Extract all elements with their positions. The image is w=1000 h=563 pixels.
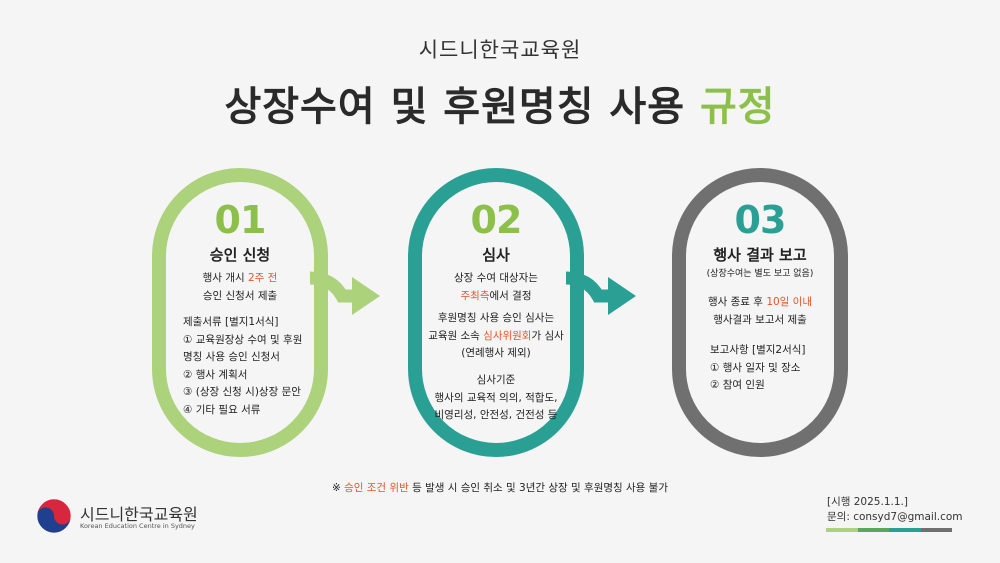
step-3-report-line: 보고사항 [별지2서식] xyxy=(710,344,806,356)
step-1-doc-line: 제출서류 [별지1서식] xyxy=(183,316,279,328)
step-1-number: 01 xyxy=(214,198,267,242)
step-2-card: 02 심사 상장 수여 대상자는 주최측에서 결정 후원명칭 사용 승인 심사는… xyxy=(408,168,584,457)
step-1-doc-line: 명칭 사용 승인 신청서 xyxy=(183,351,280,363)
step-2-criteria: 심사기준 행사의 교육적 의의, 적합도, 비영리성, 안전성, 건전성 등 xyxy=(422,372,570,425)
step-3-title: 행사 결과 보고 xyxy=(713,246,807,264)
footer-color-bar xyxy=(826,528,952,532)
step-1-card: 01 승인 신청 행사 개시 2주 전 승인 신청서 제출 제출서류 [별지1서… xyxy=(152,168,328,457)
step-2-review-line1: 후원명칭 사용 승인 심사는 xyxy=(437,312,555,324)
step-3-deadline-highlight: 10일 이내 xyxy=(766,296,812,308)
step-2-criteria-line: 행사의 교육적 의의, 적합도, xyxy=(434,391,558,404)
step-3-report-line: ② 참여 인원 xyxy=(710,379,765,391)
page-title-main: 상장수여 및 후원명칭 사용 xyxy=(224,84,686,130)
step-1-doc-line: ④ 기타 필요 서류 xyxy=(183,403,261,416)
notice-highlight: 승인 조건 위반 xyxy=(344,482,409,494)
step-1-deadline-highlight: 2주 전 xyxy=(247,272,278,284)
header-subtitle: 시드니한국교육원 xyxy=(418,38,582,62)
violation-notice: ※ 승인 조건 위반 등 발생 시 승인 취소 및 3년간 상장 및 후원명칭 … xyxy=(0,480,1000,495)
step-2-decision-post: 에서 결정 xyxy=(489,289,532,302)
step-1-doc-line: ② 행사 계획서 xyxy=(183,368,248,381)
arrow-right-icon xyxy=(310,271,380,315)
step-2-decision: 상장 수여 대상자는 주최측에서 결정 xyxy=(422,270,570,305)
page-title-accent: 규정 xyxy=(699,84,776,130)
page-title: 상장수여 및 후원명칭 사용 규정 xyxy=(0,74,1000,132)
footer-bar-segment xyxy=(857,528,889,532)
footer-bar-segment xyxy=(889,528,921,532)
step-2-number: 02 xyxy=(470,198,523,242)
footer-info: [시행 2025.1.1.] 문의: consyd7@gmail.com xyxy=(827,495,963,525)
footer-bar-segment xyxy=(920,528,952,532)
step-2-decision-line1: 상장 수여 대상자는 xyxy=(454,272,538,284)
arrow-right-icon xyxy=(566,271,636,315)
logo-name: 시드니한국교육원 xyxy=(80,505,198,524)
step-1-deadline: 행사 개시 2주 전 승인 신청서 제출 xyxy=(166,270,314,305)
step-2-criteria-line: 심사기준 xyxy=(476,374,516,386)
step-1-doc-line: ① 교육원장상 수여 및 후원 xyxy=(183,333,303,346)
step-1-title: 승인 신청 xyxy=(209,246,271,264)
notice-mark: ※ xyxy=(331,482,345,494)
step-2-decision-highlight: 주최측 xyxy=(460,289,490,302)
step-3-note: (상장수여는 별도 보고 없음) xyxy=(706,269,814,279)
effective-date: [시행 2025.1.1.] xyxy=(827,496,908,508)
step-1-doc-line: ③ (상장 신청 시)상장 문안 xyxy=(183,386,301,398)
step-3-deadline-line2: 행사결과 보고서 제출 xyxy=(713,313,807,326)
contact-email: 문의: consyd7@gmail.com xyxy=(827,511,963,523)
step-1-deadline-pre: 행사 개시 xyxy=(202,272,248,284)
step-1-deadline-line2: 승인 신청서 제출 xyxy=(202,289,278,302)
step-3-report-line: ① 행사 일자 및 장소 xyxy=(710,361,801,374)
step-2-title: 심사 xyxy=(482,246,510,264)
step-3-deadline-pre: 행사 종료 후 xyxy=(707,296,767,308)
step-1-documents: 제출서류 [별지1서식] ① 교육원장상 수여 및 후원 명칭 사용 승인 신청… xyxy=(183,314,302,419)
logo-english-name: Korean Education Centre in Sydney xyxy=(80,522,195,530)
notice-rest: 등 발생 시 승인 취소 및 3년간 상장 및 후원명칭 사용 불가 xyxy=(408,482,669,494)
taegeuk-logo-icon xyxy=(36,498,72,534)
step-2-review-highlight: 심사위원회 xyxy=(483,329,532,342)
step-2-criteria-line: 비영리성, 안전성, 건전성 등 xyxy=(434,409,558,421)
step-3-deadline: 행사 종료 후 10일 이내 행사결과 보고서 제출 xyxy=(686,294,834,329)
step-2-review-pre: 교육원 소속 xyxy=(428,329,484,342)
step-3-card: 03 행사 결과 보고 (상장수여는 별도 보고 없음) 행사 종료 후 10일… xyxy=(672,168,848,457)
step-2-review-post: 가 심사 xyxy=(531,329,564,342)
footer-bar-segment xyxy=(826,528,858,532)
step-3-number: 03 xyxy=(734,198,787,242)
step-3-report: 보고사항 [별지2서식] ① 행사 일자 및 장소 ② 참여 인원 xyxy=(710,342,806,395)
step-2-review-line3: (연례행사 제외) xyxy=(461,347,531,359)
step-2-review: 후원명칭 사용 승인 심사는 교육원 소속 심사위원회가 심사 (연례행사 제외… xyxy=(422,310,570,363)
